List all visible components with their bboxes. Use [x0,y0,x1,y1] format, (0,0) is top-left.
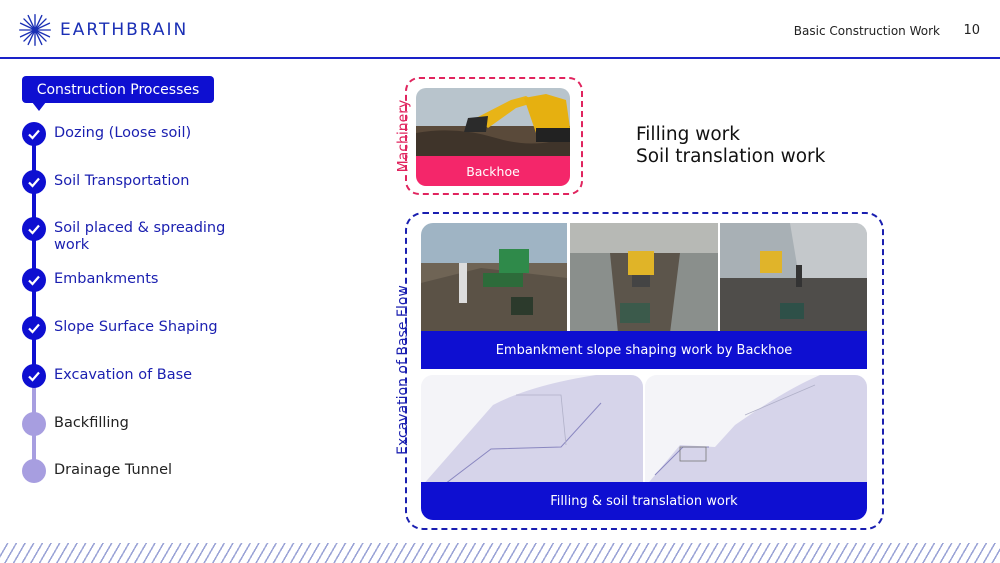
step-slope-surface[interactable]: Slope Surface Shaping [22,316,234,340]
filling-diagram-2 [645,375,867,487]
footer-stripes [0,543,1000,563]
step-label: Drainage Tunnel [54,462,173,478]
check-icon [22,364,46,388]
step-label: Backfilling [54,415,129,431]
step-drainage-tunnel[interactable]: Drainage Tunnel [22,459,234,483]
pending-dot-icon [22,459,46,483]
pending-dot-icon [22,412,46,436]
processes-title: Construction Processes [22,76,214,111]
section-title: Basic Construction Work [793,24,940,38]
work-line-filling: Filling work [636,124,740,145]
machinery-label-text: Machinery [395,99,411,173]
check-icon [22,316,46,340]
site-photo-2 [570,223,718,333]
earthbrain-logo: EARTHBRAIN [18,12,188,48]
flow-label: Excavation of Base Flow [392,220,414,520]
step-soil-transportation[interactable]: Soil Transportation [22,170,234,194]
machinery-box [405,77,583,195]
work-line-soil-translation: Soil translation work [636,146,826,167]
header-divider [0,57,1000,59]
backhoe-label: Backhoe [416,156,570,186]
work-description: Filling work Soil translation work [636,124,825,168]
step-backfilling[interactable]: Backfilling [22,412,234,436]
site-photo-3 [720,223,867,333]
filling-translation-bar: Filling & soil translation work [421,482,867,520]
step-excavation-of-base[interactable]: Excavation of Base [22,364,234,388]
step-label: Excavation of Base [54,367,193,383]
step-label: Soil Transportation [54,173,190,189]
check-icon [22,170,46,194]
machinery-label: Machinery [392,78,414,194]
check-icon [22,268,46,292]
processes-title-label: Construction Processes [36,81,200,98]
check-icon [22,122,46,146]
step-label: Embankments [54,271,159,287]
starburst-logo-icon [19,14,51,46]
backhoe-photo [416,88,570,158]
step-label: Dozing (Loose soil) [54,125,192,141]
filling-diagram-1 [421,375,643,487]
flow-label-text: Excavation of Base Flow [395,285,411,455]
progress-line-done [32,134,36,378]
brand-name: EARTHBRAIN [60,20,189,40]
embankment-slope-bar: Embankment slope shaping work by Backhoe [421,331,867,369]
step-soil-placed[interactable]: Soil placed & spreading work [22,217,234,254]
page-number: 10 [963,23,980,38]
step-dozing[interactable]: Dozing (Loose soil) [22,122,234,146]
step-label: Soil placed & spreading work [54,220,226,253]
flow-box [405,212,884,530]
check-icon [22,217,46,241]
step-label: Slope Surface Shaping [54,319,218,335]
site-photo-1 [421,223,567,333]
step-embankments[interactable]: Embankments [22,268,234,292]
